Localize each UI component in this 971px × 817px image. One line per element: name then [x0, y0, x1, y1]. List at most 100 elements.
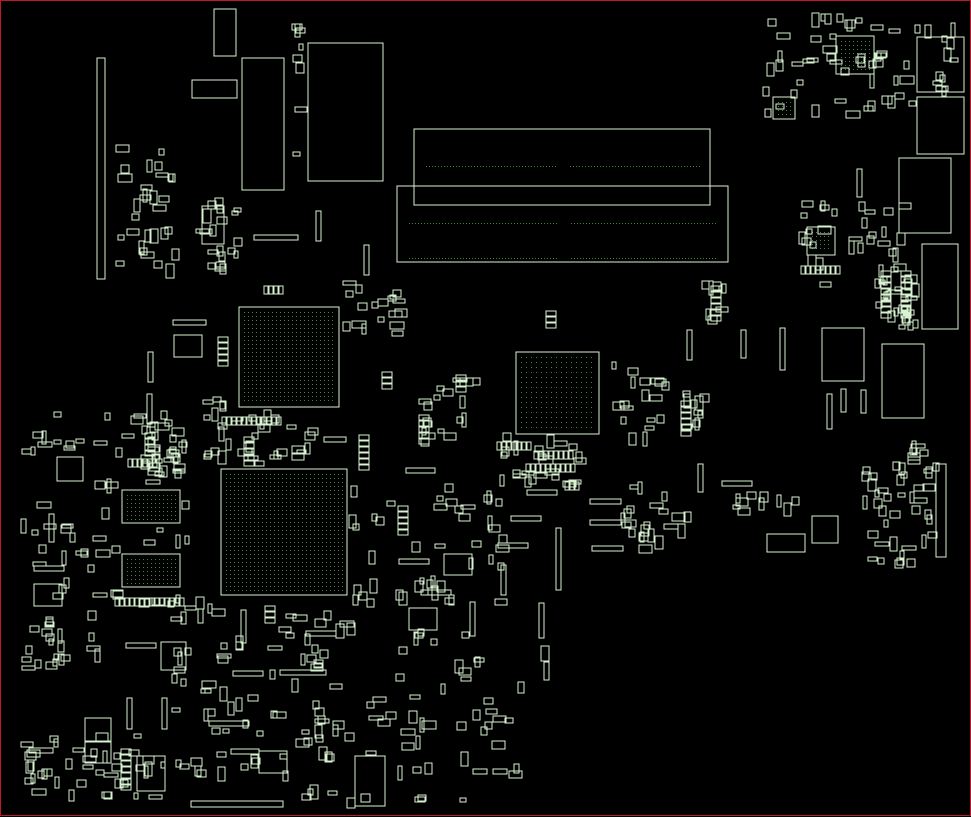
- resistor-array: [697, 463, 704, 493]
- passive-component: [311, 644, 319, 654]
- passive-component: [377, 298, 389, 307]
- ic-package: [241, 57, 285, 191]
- passive-component: [377, 316, 385, 323]
- passive-component: [456, 416, 464, 424]
- passive-component: [174, 469, 182, 479]
- passive-component: [113, 752, 121, 760]
- passive-component: [939, 74, 946, 83]
- passive-component: [220, 642, 228, 650]
- passive-component: [295, 62, 305, 74]
- passive-component: [49, 735, 59, 743]
- passive-component: [694, 417, 700, 431]
- passive-component: [649, 502, 664, 509]
- passive-component: [721, 283, 727, 294]
- passive-component: [203, 414, 211, 421]
- passive-component: [900, 471, 908, 479]
- chip-strip: [127, 458, 158, 468]
- resistor-array: [591, 545, 624, 552]
- passive-component: [20, 518, 27, 534]
- passive-component: [502, 432, 512, 442]
- passive-component: [699, 393, 710, 403]
- passive-component: [251, 757, 261, 765]
- passive-component: [143, 765, 149, 779]
- passive-component: [899, 550, 905, 560]
- passive-component: [620, 416, 627, 425]
- passive-component: [553, 440, 568, 447]
- passive-component: [394, 308, 408, 318]
- passive-component: [483, 494, 493, 503]
- passive-component: [21, 448, 32, 455]
- passive-component: [861, 217, 868, 229]
- passive-component: [133, 792, 139, 800]
- passive-component: [893, 75, 899, 86]
- resistor-array: [146, 393, 153, 425]
- passive-component: [41, 628, 53, 637]
- passive-component: [138, 240, 145, 255]
- resistor-array: [469, 601, 476, 637]
- resistor-array: [686, 329, 693, 361]
- passive-component: [639, 377, 651, 386]
- chip-strip: [710, 285, 722, 322]
- passive-component: [32, 431, 44, 439]
- passive-component: [75, 438, 85, 444]
- passive-component: [216, 245, 224, 257]
- passive-component: [628, 528, 636, 538]
- passive-component: [301, 793, 312, 801]
- passive-component: [207, 708, 216, 717]
- passive-component: [486, 490, 492, 505]
- passive-component: [371, 513, 378, 522]
- passive-component: [207, 262, 216, 270]
- passive-component: [459, 797, 467, 803]
- passive-component: [145, 479, 161, 485]
- passive-component: [204, 450, 213, 458]
- passive-component: [683, 511, 692, 523]
- passive-component: [811, 12, 820, 28]
- passive-component: [216, 751, 227, 758]
- passive-component: [190, 757, 203, 767]
- ic-package: [821, 327, 865, 382]
- passive-component: [848, 236, 863, 242]
- passive-component: [492, 768, 508, 775]
- passive-component: [319, 649, 329, 659]
- passive-component: [31, 788, 47, 796]
- ic-package: [84, 717, 112, 742]
- ic-package: [443, 553, 473, 576]
- passive-component: [355, 284, 363, 294]
- passive-component: [401, 742, 415, 751]
- ic-package: [307, 42, 384, 182]
- passive-component: [492, 715, 507, 723]
- passive-component: [949, 57, 959, 63]
- passive-component: [170, 453, 181, 463]
- resistor-array: [161, 697, 168, 730]
- passive-component: [414, 796, 426, 803]
- passive-component: [366, 598, 375, 608]
- passive-component: [95, 769, 105, 776]
- passive-component: [184, 605, 197, 611]
- passive-component: [551, 473, 560, 481]
- passive-component: [881, 226, 887, 238]
- passive-component: [398, 646, 408, 655]
- passive-component: [461, 631, 470, 639]
- passive-component: [921, 534, 927, 549]
- passive-component: [513, 440, 519, 456]
- passive-component: [911, 505, 921, 515]
- passive-component: [677, 523, 686, 539]
- passive-component: [254, 460, 265, 467]
- passive-component: [26, 749, 41, 758]
- passive-component: [654, 378, 667, 387]
- passive-component: [857, 242, 864, 254]
- passive-component: [155, 172, 169, 178]
- passive-component: [304, 431, 316, 441]
- chip-strip: [900, 270, 912, 319]
- passive-component: [139, 194, 152, 201]
- passive-component: [60, 654, 71, 662]
- passive-component: [102, 750, 108, 764]
- chip-strip: [381, 371, 393, 390]
- passive-component: [53, 439, 62, 445]
- passive-component: [48, 638, 54, 646]
- passive-component: [829, 33, 837, 40]
- passive-component: [909, 447, 918, 456]
- passive-component: [286, 424, 297, 430]
- passive-component: [158, 148, 165, 156]
- sodimm-slot-upper: [413, 128, 711, 206]
